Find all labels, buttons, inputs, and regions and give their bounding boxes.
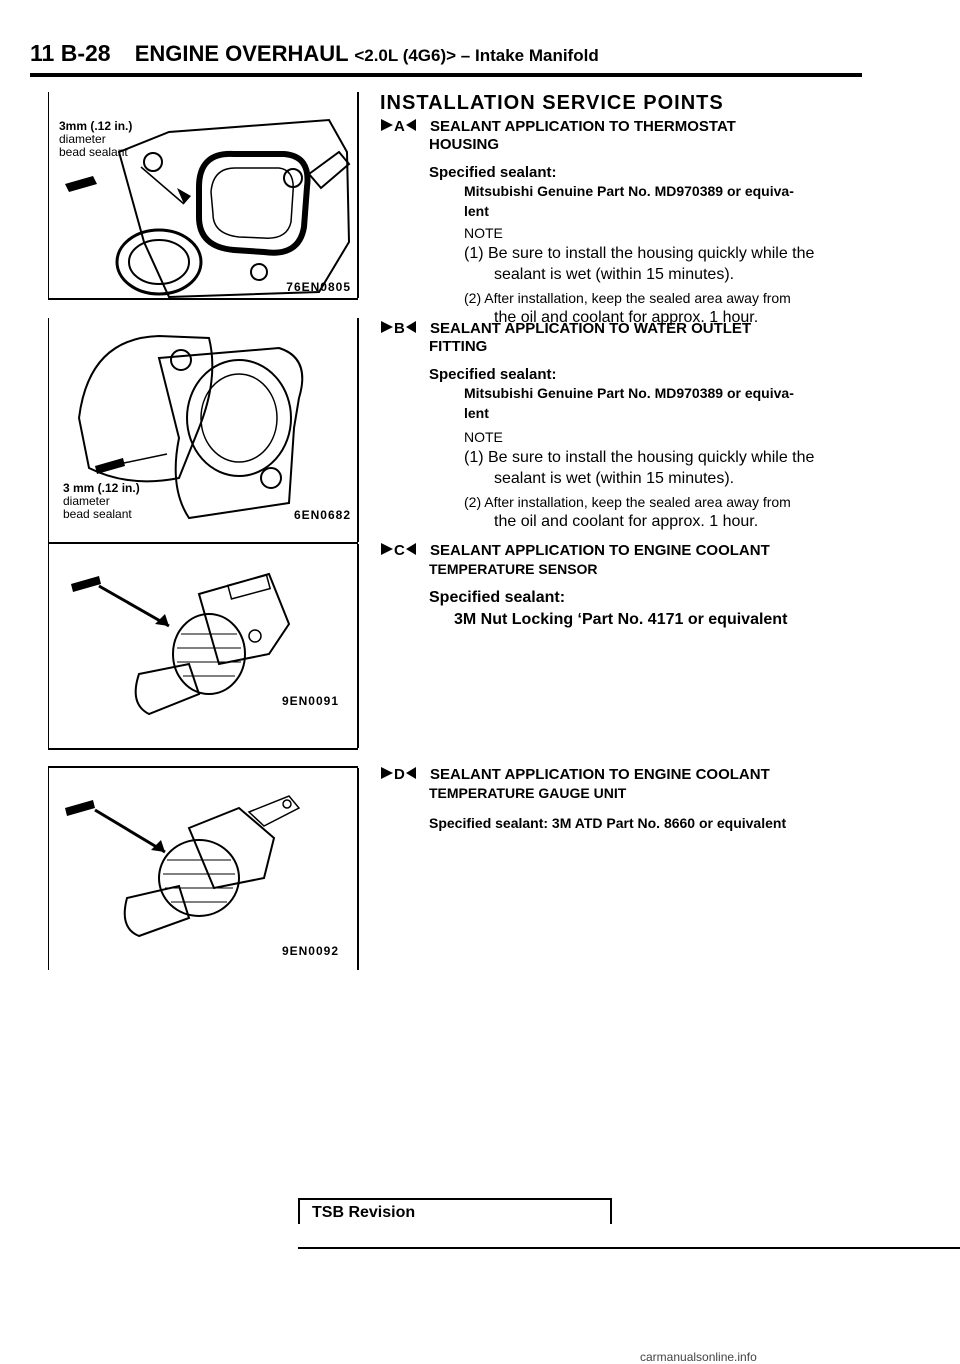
section-b-title-line1: SEALANT APPLICATION TO WATER OUTLET xyxy=(430,320,752,337)
page-title: ENGINE OVERHAUL xyxy=(134,41,349,66)
section-heading: INSTALLATION SERVICE POINTS xyxy=(380,92,724,114)
figure-2-size-label: 3 mm (.12 in.) xyxy=(63,481,140,495)
section-b-spec-line2: lent xyxy=(464,405,489,421)
section-a-title-line1: SEALANT APPLICATION TO THERMOSTAT xyxy=(430,118,736,135)
section-a-note-label: NOTE xyxy=(464,225,503,241)
arrow-right-icon xyxy=(381,119,393,131)
section-a-note-1-line2: sealant is wet (within 15 minutes). xyxy=(494,266,735,283)
section-c-title-line1: SEALANT APPLICATION TO ENGINE COOLANT xyxy=(430,542,770,559)
figure-water-outlet-fitting: 3 mm (.12 in.) diameter bead sealant 6EN… xyxy=(48,318,359,542)
arrow-right-icon xyxy=(381,321,393,333)
section-b-note-label: NOTE xyxy=(464,429,503,445)
figure-1-id: 76EN0805 xyxy=(286,280,351,294)
arrow-left-icon xyxy=(405,767,416,779)
section-b-note-2-line1: (2) After installation, keep the sealed … xyxy=(464,494,791,510)
page-header: 11 B-28 ENGINE OVERHAUL <2.0L (4G6)> – I… xyxy=(30,40,599,67)
section-c-title-line2: TEMPERATURE SENSOR xyxy=(429,561,598,577)
watermark: carmanualsonline.info xyxy=(640,1350,757,1364)
section-d-title: D SEALANT APPLICATION TO ENGINE COOLANT … xyxy=(380,766,860,803)
section-d-title-line2: TEMPERATURE GAUGE UNIT xyxy=(429,785,627,801)
section-a-spec-line2: lent xyxy=(464,203,489,219)
figure-1-labels: 3mm (.12 in.) diameter bead sealant xyxy=(59,120,132,159)
figure-2-labels: 3 mm (.12 in.) diameter bead sealant xyxy=(63,482,140,521)
section-b-title-line2: FITTING xyxy=(429,338,488,355)
arrow-left-icon xyxy=(405,543,416,555)
figure-4-id: 9EN0092 xyxy=(281,944,339,958)
section-d-marker: D xyxy=(380,766,430,784)
arrow-left-icon xyxy=(405,119,416,131)
section-b-note-1-line2: sealant is wet (within 15 minutes). xyxy=(494,470,735,487)
section-a-marker: A xyxy=(380,118,430,136)
figure-1-diameter-label: diameter xyxy=(59,132,106,146)
figure-divider xyxy=(48,542,358,544)
section-c-marker: C xyxy=(380,542,430,560)
figure-coolant-gauge-unit: 9EN0092 xyxy=(48,768,359,970)
page-number: 11 B-28 xyxy=(30,40,111,66)
section-c-spec-label: Specified sealant: xyxy=(429,589,566,606)
figure-divider xyxy=(48,766,358,768)
section-d-spec-line1: Specified sealant: 3M ATD Part No. 8660 … xyxy=(429,815,787,831)
section-a-note-2-line2: the oil and coolant for approx. 1 hour. xyxy=(494,309,759,326)
water-outlet-fitting-drawing xyxy=(77,334,304,520)
section-a-spec-line1: Mitsubishi Genuine Part No. MD970389 or … xyxy=(464,183,794,199)
section-c-title: C SEALANT APPLICATION TO ENGINE COOLANT … xyxy=(380,542,860,579)
section-d: D SEALANT APPLICATION TO ENGINE COOLANT … xyxy=(380,766,860,831)
footer-rule xyxy=(298,1247,960,1249)
section-b-title: B SEALANT APPLICATION TO WATER OUTLET FI… xyxy=(380,320,860,356)
revision-box: TSB Revision xyxy=(298,1198,612,1224)
section-d-title-line1: SEALANT APPLICATION TO ENGINE COOLANT xyxy=(430,766,770,783)
figure-coolant-temp-sensor: 9EN0091 xyxy=(48,544,359,748)
figure-2-id: 6EN0682 xyxy=(293,508,351,522)
section-c-spec-line1: 3M Nut Locking ‘Part No. 4171 or equival… xyxy=(454,611,788,628)
header-rule xyxy=(30,73,862,77)
section-b-note-1-line1: (1) Be sure to install the housing quick… xyxy=(464,449,815,466)
arrow-right-icon xyxy=(381,767,393,779)
section-b: B SEALANT APPLICATION TO WATER OUTLET FI… xyxy=(380,320,860,531)
page-subtitle: <2.0L (4G6)> – Intake Manifold xyxy=(354,46,599,65)
arrow-right-icon xyxy=(381,543,393,555)
section-c: C SEALANT APPLICATION TO ENGINE COOLANT … xyxy=(380,542,860,629)
section-a-title: A SEALANT APPLICATION TO THERMOSTAT HOUS… xyxy=(380,118,860,154)
section-b-spec-label: Specified sealant: xyxy=(429,366,557,383)
section-a-note-1-line1: (1) Be sure to install the housing quick… xyxy=(464,245,815,262)
section-b-note-2-line2: the oil and coolant for approx. 1 hour. xyxy=(494,513,759,530)
arrow-left-icon xyxy=(405,321,416,333)
section-a-note-2-line1: (2) After installation, keep the sealed … xyxy=(464,290,791,306)
coolant-temp-sensor-drawing xyxy=(71,572,291,716)
figure-3-id: 9EN0091 xyxy=(281,694,339,708)
figure-2-bead-label: bead sealant xyxy=(63,507,132,521)
revision-label: TSB Revision xyxy=(312,1204,416,1221)
section-a: A SEALANT APPLICATION TO THERMOSTAT HOUS… xyxy=(380,118,860,327)
coolant-gauge-unit-drawing xyxy=(65,795,301,938)
figure-1-size-label: 3mm (.12 in.) xyxy=(59,119,133,133)
section-a-spec-label: Specified sealant: xyxy=(429,164,557,181)
thermostat-housing-drawing xyxy=(65,118,351,298)
figure-thermostat-housing: 3mm (.12 in.) diameter bead sealant 76EN… xyxy=(48,92,359,298)
figure-2-diameter-label: diameter xyxy=(63,494,110,508)
figure-1-bead-label: bead sealant xyxy=(59,145,128,159)
figure-divider xyxy=(48,748,358,750)
figure-divider xyxy=(48,298,358,300)
section-a-title-line2: HOUSING xyxy=(429,136,500,153)
section-b-marker: B xyxy=(380,320,430,338)
section-b-spec-line1: Mitsubishi Genuine Part No. MD970389 or … xyxy=(464,385,794,401)
